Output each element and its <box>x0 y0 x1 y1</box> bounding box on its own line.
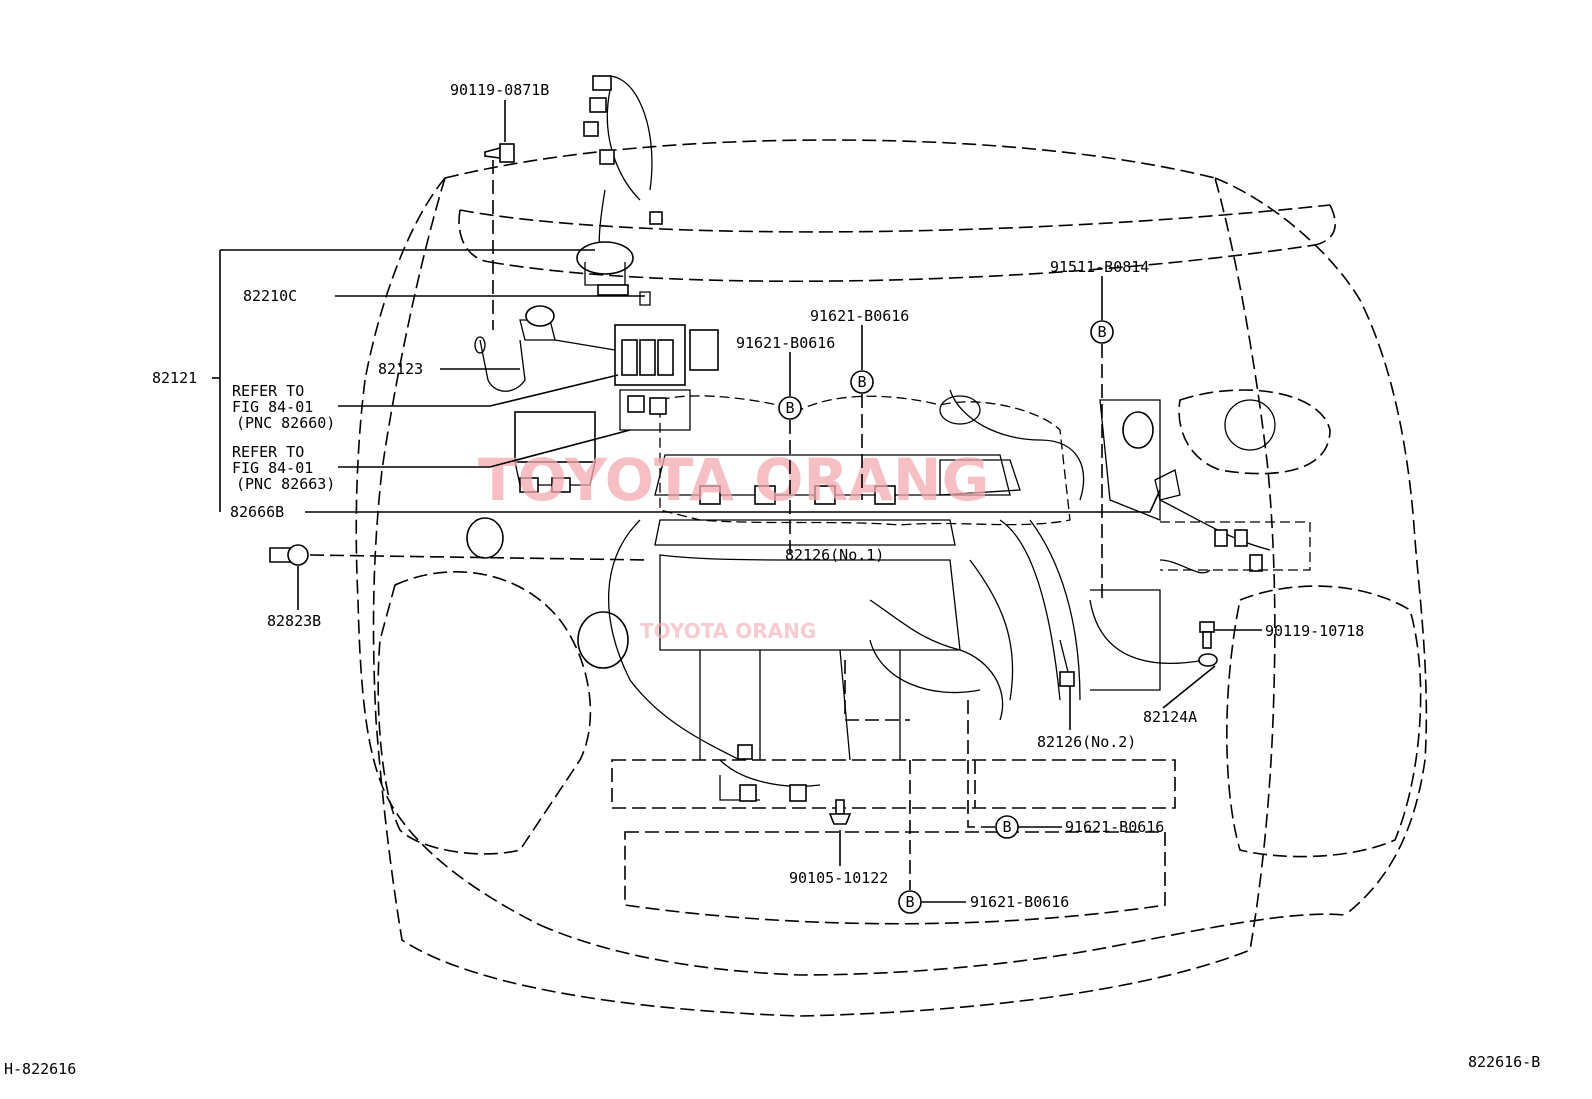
watermark-main: TOYOTA ORANG <box>478 446 989 514</box>
label-82210C: 82210C <box>243 287 297 305</box>
bolt-marker-b-4: B <box>995 815 1019 839</box>
label-refer-82663-line1: REFER TO <box>232 443 304 461</box>
label-91621-B0616-b: 91621-B0616 <box>810 307 909 325</box>
bolt-marker-b-2: B <box>850 370 874 394</box>
label-82126-no1: 82126(No.1) <box>785 546 884 564</box>
vehicle-body-outline <box>355 139 1428 1017</box>
figure-code-left: H-822616 <box>4 1060 76 1078</box>
label-refer-82660-line1: REFER TO <box>232 382 304 400</box>
label-82126-no2: 82126(No.2) <box>1037 733 1136 751</box>
label-82666B: 82666B <box>230 503 284 521</box>
bolt-90119-0871B-icon <box>484 143 515 163</box>
label-91511-B0814: 91511-B0814 <box>1050 258 1149 276</box>
bolt-90119-10718-icon <box>1199 621 1215 649</box>
svg-text:B: B <box>1002 818 1011 836</box>
cap-82823B-icon <box>269 544 309 566</box>
svg-text:B: B <box>857 373 866 391</box>
svg-text:B: B <box>1097 323 1106 341</box>
label-82121: 82121 <box>152 369 197 387</box>
relay-block-assembly <box>474 75 719 493</box>
label-91621-B0616-d: 91621-B0616 <box>970 893 1069 911</box>
svg-text:B: B <box>905 893 914 911</box>
bolt-90105-10122-icon <box>828 799 852 825</box>
label-82124A: 82124A <box>1143 708 1197 726</box>
watermark-secondary: TOYOTA ORANG <box>640 619 816 643</box>
label-90119-0871B: 90119-0871B <box>450 81 549 99</box>
label-91621-B0616-c: 91621-B0616 <box>1065 818 1164 836</box>
label-refer-82663-line2: FIG 84-01 <box>232 459 313 477</box>
figure-code-right: 822616-B <box>1468 1053 1540 1071</box>
svg-text:B: B <box>785 399 794 417</box>
label-91621-B0616-a: 91621-B0616 <box>736 334 835 352</box>
label-90119-10718: 90119-10718 <box>1265 622 1364 640</box>
engine-assembly <box>466 389 1311 802</box>
label-refer-82660-line3: (PNC 82660) <box>236 414 335 432</box>
label-refer-82660-line2: FIG 84-01 <box>232 398 313 416</box>
bolt-marker-b-5: B <box>898 890 922 914</box>
leader-lines <box>212 100 1262 903</box>
label-refer-82663-line3: (PNC 82663) <box>236 475 335 493</box>
label-82823B: 82823B <box>267 612 321 630</box>
label-82123: 82123 <box>378 360 423 378</box>
bolt-marker-b-3: B <box>1090 320 1114 344</box>
label-90105-10122: 90105-10122 <box>789 869 888 887</box>
bolt-marker-b-1: B <box>778 396 802 420</box>
